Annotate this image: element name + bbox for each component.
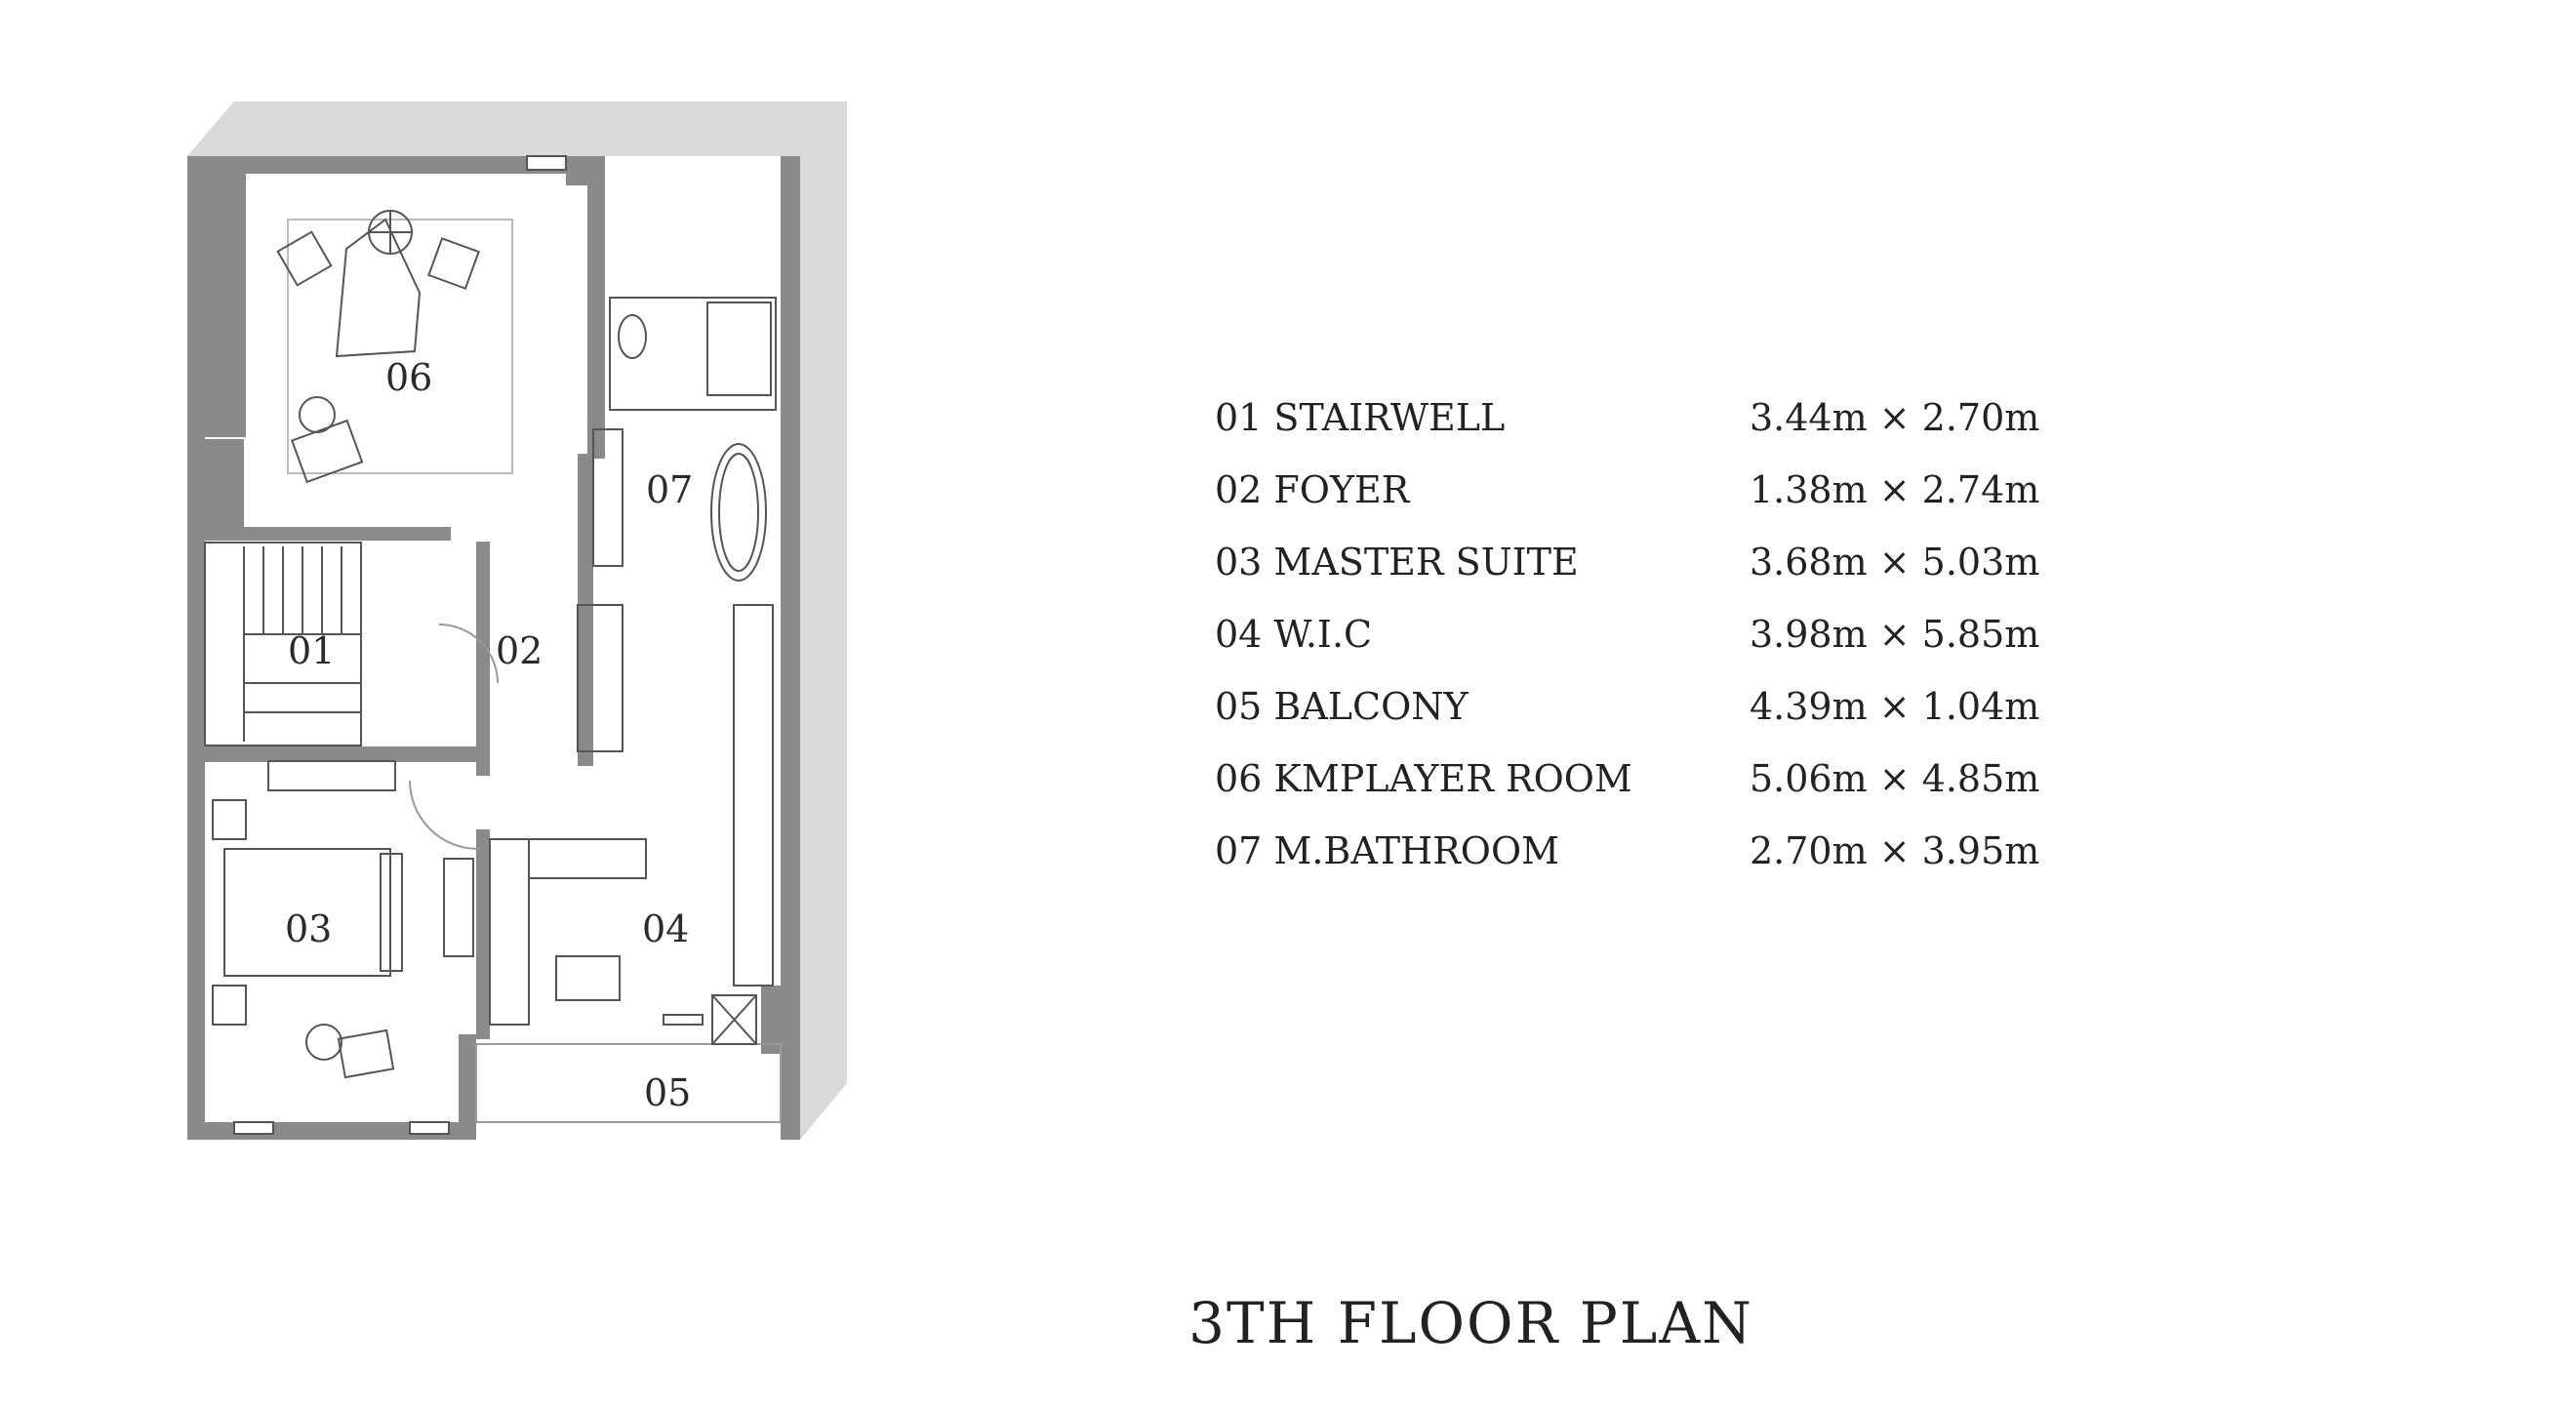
room-name: 06 KMPLAYER ROOM — [1215, 757, 1632, 800]
room-dimensions: 3.68m × 5.03m — [1750, 541, 2040, 584]
room-name: 07 M.BATHROOM — [1215, 829, 1560, 872]
room-name: 01 STAIRWELL — [1215, 396, 1506, 439]
room-name: 03 MASTER SUITE — [1215, 541, 1579, 584]
schedule-row: 02 FOYER 1.38m × 2.74m — [1215, 461, 2093, 533]
room-dimensions: 5.06m × 4.85m — [1750, 757, 2040, 800]
room-dimensions: 4.39m × 1.04m — [1750, 685, 2040, 728]
room-dimensions: 2.70m × 3.95m — [1750, 829, 2040, 872]
schedule-row: 06 KMPLAYER ROOM 5.06m × 4.85m — [1215, 749, 2093, 822]
room-schedule: 01 STAIRWELL 3.44m × 2.70m 02 FOYER 1.38… — [1215, 388, 2093, 894]
drawing-title: 3TH FLOOR PLAN — [1188, 1290, 1753, 1356]
room-label-05: 05 — [644, 1071, 691, 1114]
schedule-row: 04 W.I.C 3.98m × 5.85m — [1215, 605, 2093, 677]
schedule-row: 05 BALCONY 4.39m × 1.04m — [1215, 677, 2093, 749]
floor-plan-drawing: 06 07 01 02 03 04 05 — [187, 101, 847, 1140]
room-label-01: 01 — [288, 629, 335, 672]
room-name: 02 FOYER — [1215, 468, 1410, 511]
schedule-row: 01 STAIRWELL 3.44m × 2.70m — [1215, 388, 2093, 461]
room-dimensions: 3.98m × 5.85m — [1750, 613, 2040, 656]
room-label-07: 07 — [646, 468, 693, 511]
room-name: 04 W.I.C — [1215, 613, 1373, 656]
room-name: 05 BALCONY — [1215, 685, 1469, 728]
room-dimensions: 3.44m × 2.70m — [1750, 396, 2040, 439]
room-label-06: 06 — [385, 356, 432, 399]
windows — [233, 155, 704, 1135]
room-label-02: 02 — [496, 629, 543, 672]
interior-lines — [204, 210, 782, 1123]
room-dimensions: 1.38m × 2.74m — [1750, 468, 2040, 511]
room-label-03: 03 — [285, 907, 332, 950]
room-label-04: 04 — [642, 907, 689, 950]
schedule-row: 07 M.BATHROOM 2.70m × 3.95m — [1215, 822, 2093, 894]
schedule-row: 03 MASTER SUITE 3.68m × 5.03m — [1215, 533, 2093, 605]
